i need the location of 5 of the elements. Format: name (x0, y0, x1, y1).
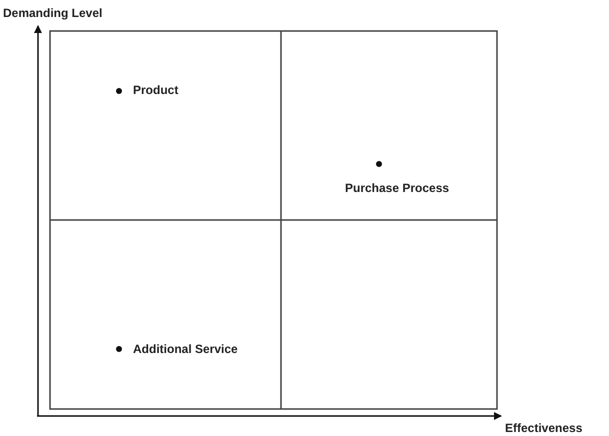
point-label: Additional Service (133, 342, 238, 356)
point-label: Product (133, 83, 178, 97)
axis-label: Demanding Level (3, 6, 102, 20)
axis-label: Effectiveness (505, 421, 582, 435)
point-label: Purchase Process (345, 181, 450, 195)
